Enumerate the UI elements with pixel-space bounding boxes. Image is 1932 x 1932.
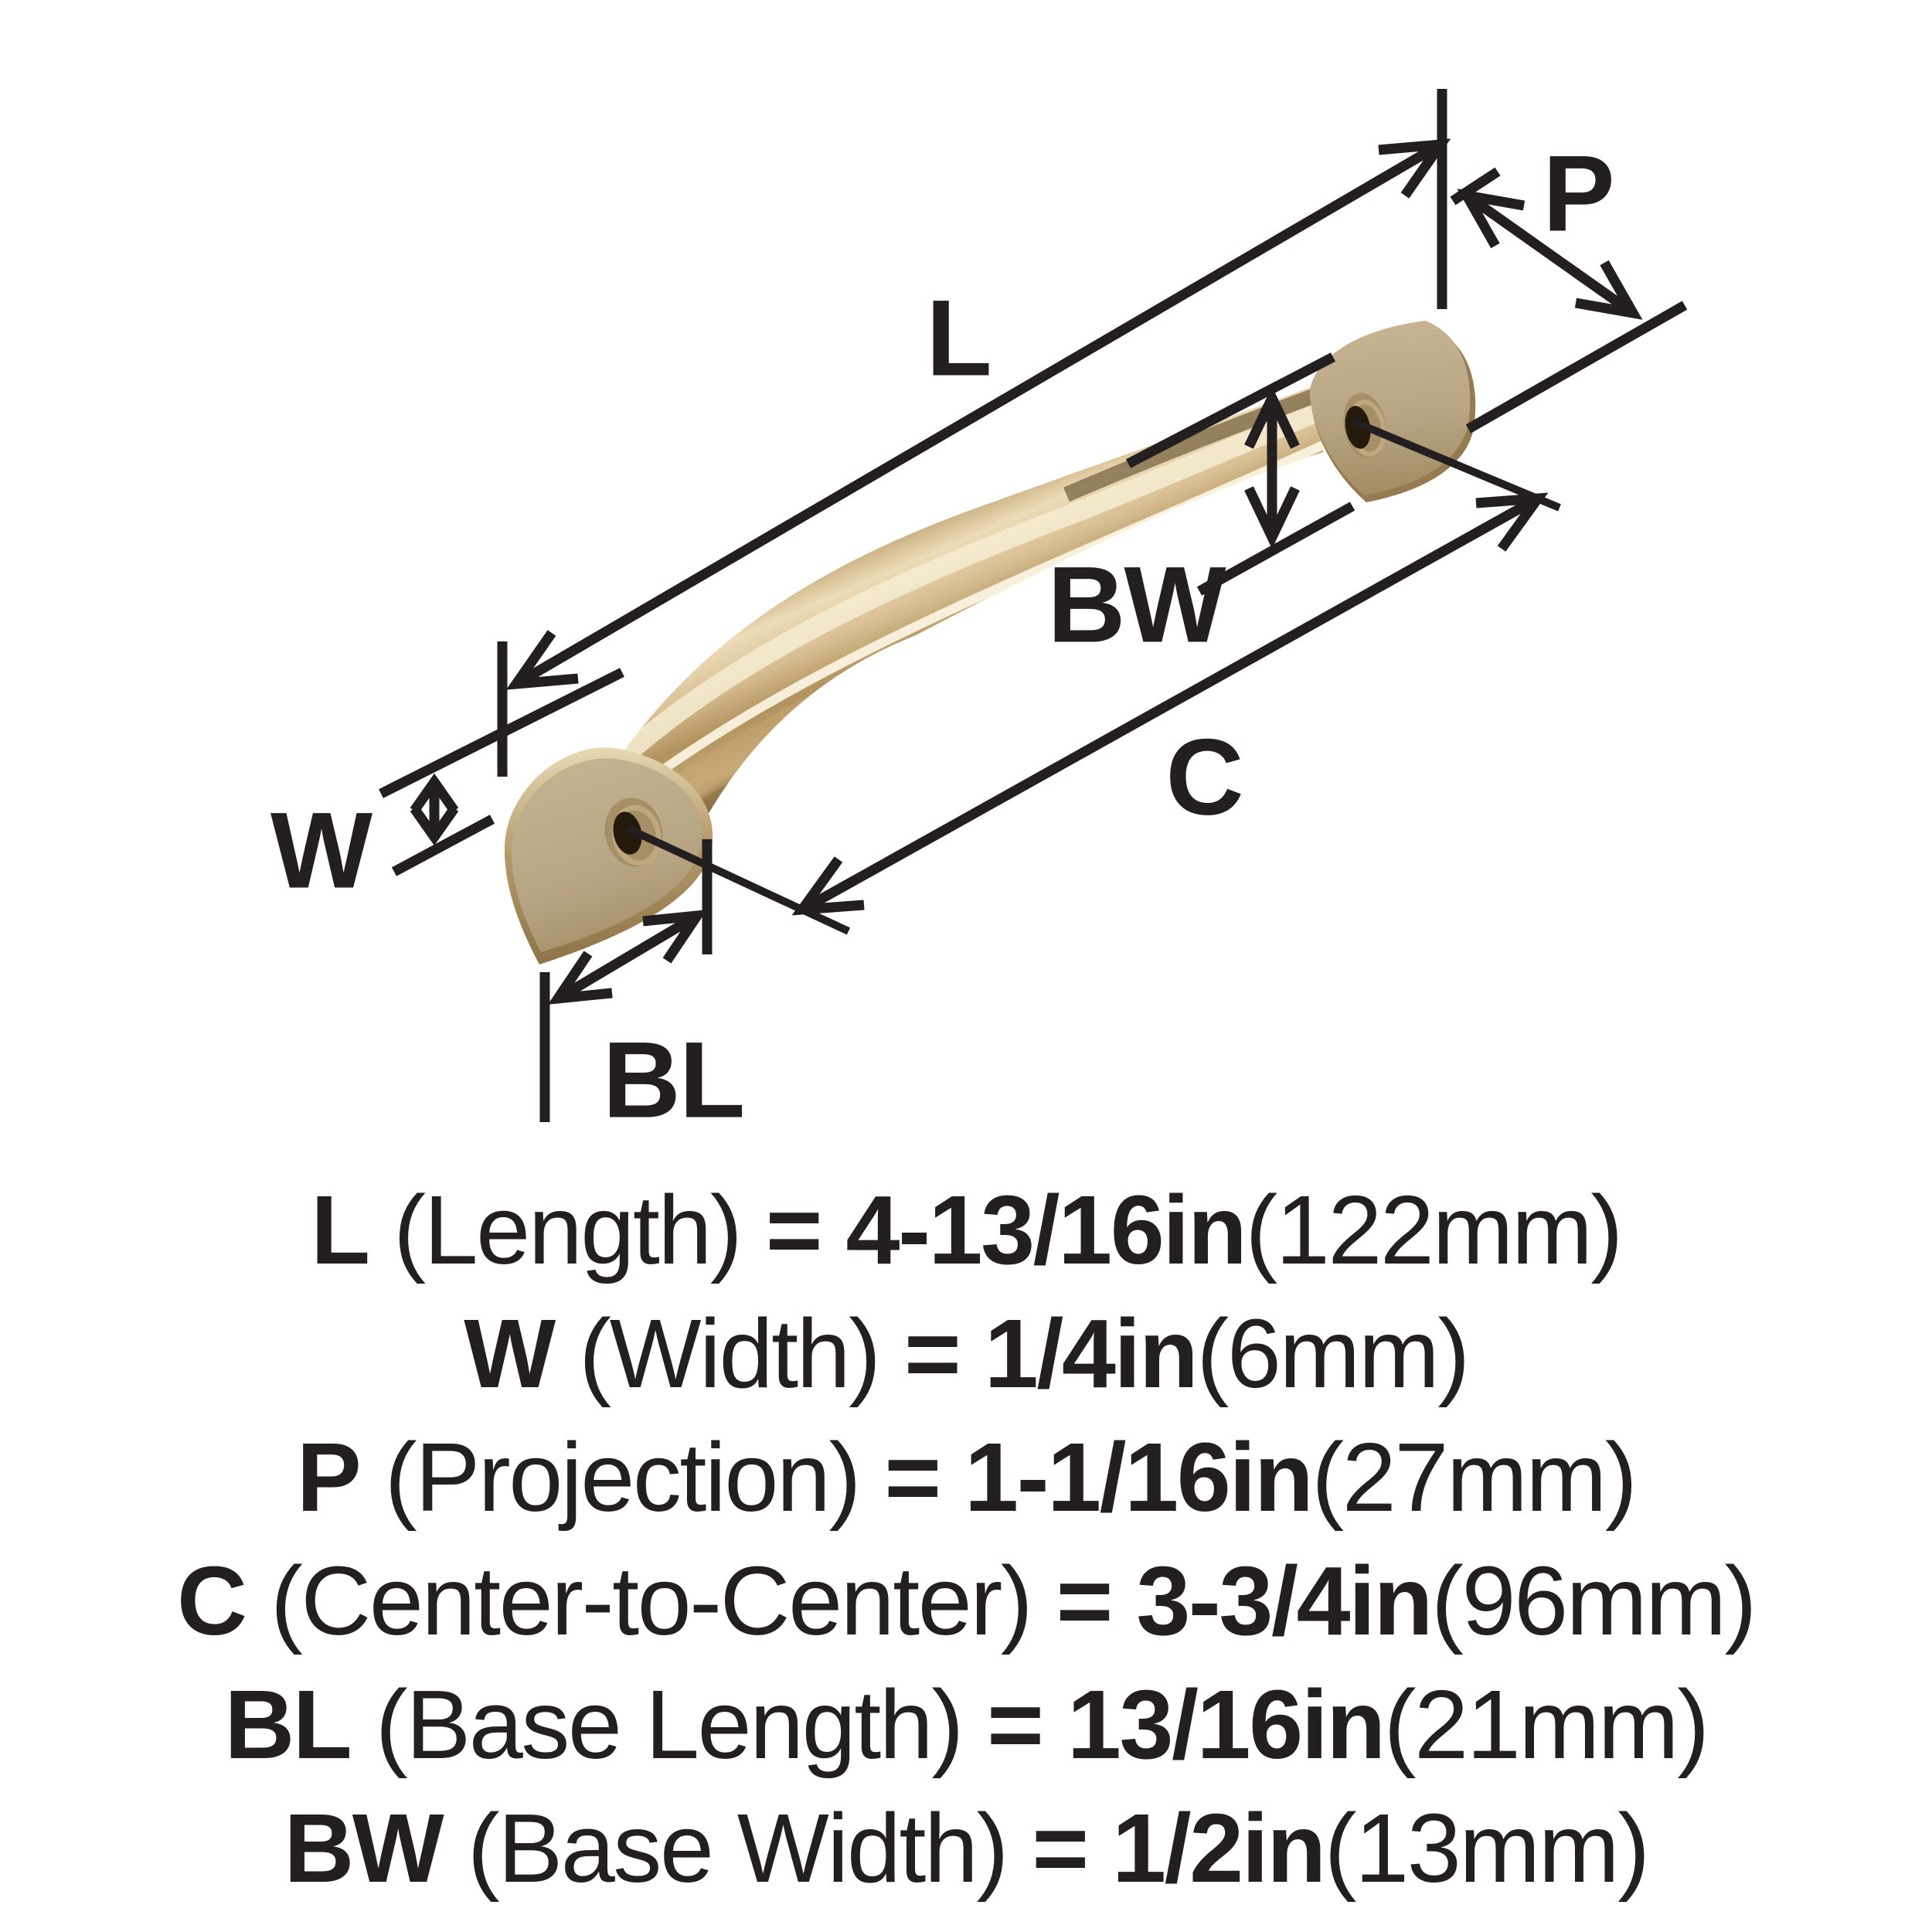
projection-dimension-line — [1464, 191, 1636, 318]
spec-line-base-length: BL (Base Length) = 13/16in(21mm) — [224, 1670, 1707, 1779]
projection-arrowhead-right — [1574, 260, 1643, 320]
dim-center-to-center: C — [625, 417, 1561, 935]
center-dimension-line — [799, 494, 1541, 914]
base-length-label: BL — [603, 1019, 744, 1141]
left-pad-face — [511, 758, 702, 952]
center-line-from-left-hole — [625, 825, 851, 935]
base-width-tick-top — [1125, 352, 1336, 468]
center-arrowhead-left — [791, 856, 865, 916]
width-label: W — [270, 790, 372, 911]
length-arrowhead-right — [1378, 138, 1451, 199]
length-dimension-line — [513, 140, 1444, 689]
width-reference-upper — [379, 668, 624, 798]
base-length-arrowhead-right — [642, 910, 708, 964]
dim-base-length: BL — [539, 839, 745, 1141]
base-width-tick-bottom — [1196, 502, 1355, 596]
width-reference-lower — [391, 815, 495, 876]
spec-line-base-width: BW (Base Width) = 1/2in(13mm) — [284, 1794, 1648, 1903]
projection-arrowhead-left — [1457, 189, 1526, 249]
projection-tick-left — [1450, 167, 1501, 206]
spec-line-projection: P (Projection) = 1-1/16in(27mm) — [297, 1423, 1636, 1532]
width-arrowhead-top — [410, 773, 459, 814]
projection-label: P — [1543, 133, 1613, 254]
dim-width: W — [270, 668, 624, 911]
handle-render — [504, 321, 1476, 964]
spec-table: L (Length) = 4-13/16in(122mm) W (Width) … — [177, 1175, 1757, 1903]
dim-base-width: BW — [1047, 352, 1355, 665]
center-label: C — [1165, 716, 1242, 838]
spec-line-width: W (Width) = 1/4in(6mm) — [464, 1299, 1468, 1408]
spec-line-length: L (Length) = 4-13/16in(122mm) — [311, 1175, 1621, 1284]
spec-line-center: C (Center-to-Center) = 3-3/4in(96mm) — [177, 1546, 1755, 1655]
base-length-arrowhead-left — [547, 951, 613, 1005]
length-label: L — [926, 277, 991, 399]
base-width-label: BW — [1047, 544, 1226, 665]
base-width-arrowhead-bottom — [1244, 486, 1300, 549]
projection-reference-line — [1465, 301, 1688, 434]
base-length-dimension-line — [555, 911, 700, 1003]
center-arrowhead-right — [1475, 492, 1549, 552]
dim-projection: P — [1450, 133, 1688, 434]
base-width-arrowhead-top — [1244, 386, 1300, 449]
width-arrowhead-bottom — [410, 805, 459, 846]
length-arrowhead-left — [505, 630, 579, 690]
center-line-from-right-hole — [1351, 417, 1561, 512]
dim-length: L — [497, 89, 1451, 777]
